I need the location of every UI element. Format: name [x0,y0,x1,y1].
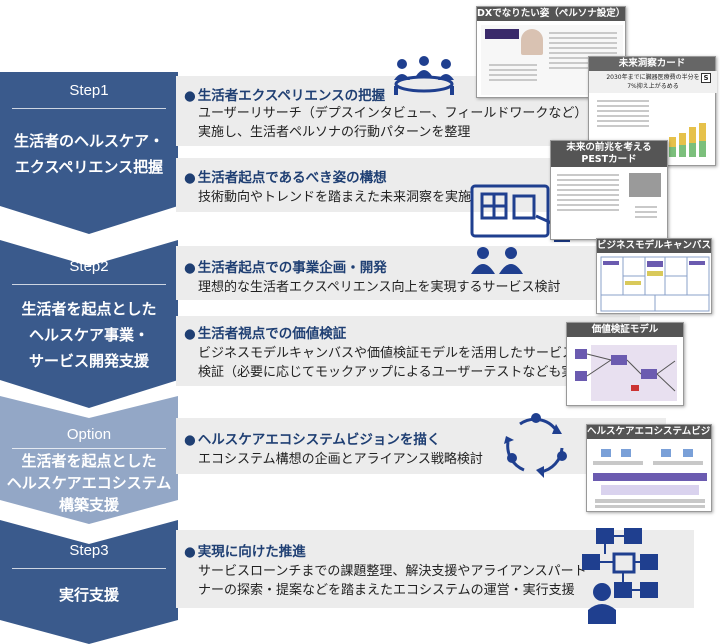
item3-heading: ●生活者起点での事業企画・開発 [184,256,387,276]
item1-heading: ●生活者エクスペリエンスの把握 [184,84,385,104]
step1-label: Step1 [69,82,109,99]
step2-title-line1: 生活者を起点とした [21,300,157,318]
item2-heading: ●生活者起点であるべき姿の構想 [184,166,387,186]
persona-tag [485,29,519,39]
option-title-line3: 構築支援 [58,496,119,514]
step3-chevron-shape [0,520,178,644]
option-title-line1: 生活者を起点とした [21,452,157,470]
item4-body-line1: ビジネスモデルキャンバスや価値検証モデルを活用したサービス [198,346,576,361]
item1-body-line2: 実施し、生活者ペルソナの行動パターンを整理 [198,125,471,140]
business-model-canvas-card: ビジネスモデルキャンバス [596,238,712,314]
step2-divider [12,284,166,285]
step2-chevron-shape [0,240,178,408]
cycle-arrows-icon [504,413,567,478]
item4-body: ビジネスモデルキャンバスや価値検証モデルを活用したサービス 検証（必要に応じてモ… [198,344,600,382]
pest-card: 未来の前兆を考える PESTカード [550,140,668,240]
bullet-icon: ● [184,326,196,342]
bullet-icon: ● [184,170,196,186]
item5-heading: ●ヘルスケアエコシステムビジョンを描く [184,428,440,448]
bullet-icon: ● [184,260,196,276]
audience-icon [471,247,523,274]
step2-chevron: Step2 生活者を起点とした ヘルスケア事業・ サービス開発支援 [0,240,178,408]
bmc-card-grid [600,256,710,312]
eco-card-title: ヘルスケアエコシステムビジョン [587,425,711,439]
step2-label: Step2 [69,258,109,275]
bmc-card-title: ビジネスモデルキャンバス [597,239,711,253]
step3-title-line1: 実行支援 [58,586,119,604]
item4-heading-text: 生活者視点での価値検証 [197,326,347,342]
step3-divider [12,568,166,569]
eco-card-diagram [593,449,707,508]
option-title-line2: ヘルスケアエコシステム [6,474,172,492]
step1-chevron-shape [0,72,178,234]
step1-title-line2: エクスペリエンス把握 [14,158,164,176]
item6-body-line1: サービスローンチまでの課題整理、解決支援やアライアンスパート [198,564,587,579]
persona-photo [521,29,543,55]
step3-chevron: Step3 実行支援 [0,520,178,644]
bullet-icon: ● [184,432,196,448]
option-chevron-shape [0,396,178,524]
persona-card-title: DXでなりたい姿（ペルソナ設定） [477,7,625,21]
future-card-subtitle-line1: 2030年までに臓器医療費の半分を [606,74,700,81]
item5-body-line1: エコシステム構想の企画とアライアンス戦略検討 [198,452,483,467]
item5-heading-text: ヘルスケアエコシステムビジョンを描く [197,432,441,448]
value-card-title: 価値検証モデル [567,323,683,337]
step3-label: Step3 [69,542,109,559]
item2-heading-text: 生活者起点であるべき姿の構想 [197,170,387,186]
item3-band [176,246,620,300]
item2-body-line1: 技術動向やトレンドを踏まえた未来洞察を実施 [198,190,472,205]
step1-chevron: Step1 生活者のヘルスケア・ エクスペリエンス把握 [0,72,178,234]
item4-body-line2: 検証（必要に応じてモックアップによるユーザーテストなども実施） [198,365,601,380]
value-verification-card: 価値検証モデル [566,322,684,406]
item6-body-line2: ナーの探索・提案などを踏まえたエコシステムの運営・実行支援 [198,583,575,598]
step2-title-line3: サービス開発支援 [28,352,149,370]
pest-card-title: 未来の前兆を考える PESTカード [551,141,667,167]
item1-body-line1: ユーザーリサーチ（デプスインタビュー、フィールドワークなど）を [198,106,601,121]
item6-body: サービスローンチまでの課題整理、解決支援やアライアンスパート ナーの探索・提案な… [198,562,587,600]
item6-heading-text: 実現に向けた推進 [197,544,306,560]
item1-body: ユーザーリサーチ（デプスインタビュー、フィールドワークなど）を 実施し、生活者ペ… [198,104,600,142]
pest-card-image [629,173,661,197]
future-card-subtitle-line2: 7%抑え上がるめる [627,83,679,90]
bullet-icon: ● [184,544,196,560]
item2-body: 技術動向やトレンドを踏まえた未来洞察を実施 [198,188,471,207]
item5-band [176,418,666,474]
pest-card-title-line2: PESTカード [581,154,637,165]
step2-title-line2: ヘルスケア事業・ [28,326,149,344]
option-label: Option [66,426,112,443]
future-card-badge: S [701,73,711,83]
item1-heading-text: 生活者エクスペリエンスの把握 [197,88,386,104]
option-divider [12,448,166,449]
step1-divider [12,108,166,109]
item4-band [176,316,640,386]
ecosystem-vision-card: ヘルスケアエコシステムビジョン [586,424,712,512]
option-chevron: Option 生活者を起点とした ヘルスケアエコシステム 構築支援 [0,396,178,524]
meeting-icon [394,56,454,95]
pest-card-title-line1: 未来の前兆を考える [566,142,652,153]
item5-body: エコシステム構想の企画とアライアンス戦略検討 [198,450,483,469]
value-card-diagram [575,345,677,401]
item6-heading: ●実現に向けた推進 [184,540,306,560]
item4-heading: ●生活者視点での価値検証 [184,322,346,342]
item3-body-line1: 理想的な生活者エクスペリエンス向上を実現するサービス検討 [198,280,561,295]
item3-body: 理想的な生活者エクスペリエンス向上を実現するサービス検討 [198,278,560,297]
bullet-icon: ● [184,88,196,104]
future-card-title: 未来洞察カード [589,57,715,71]
step1-title-line1: 生活者のヘルスケア・ [13,132,164,150]
flowchart-thinking-icon [582,528,658,624]
item3-heading-text: 生活者起点での事業企画・開発 [197,260,387,276]
